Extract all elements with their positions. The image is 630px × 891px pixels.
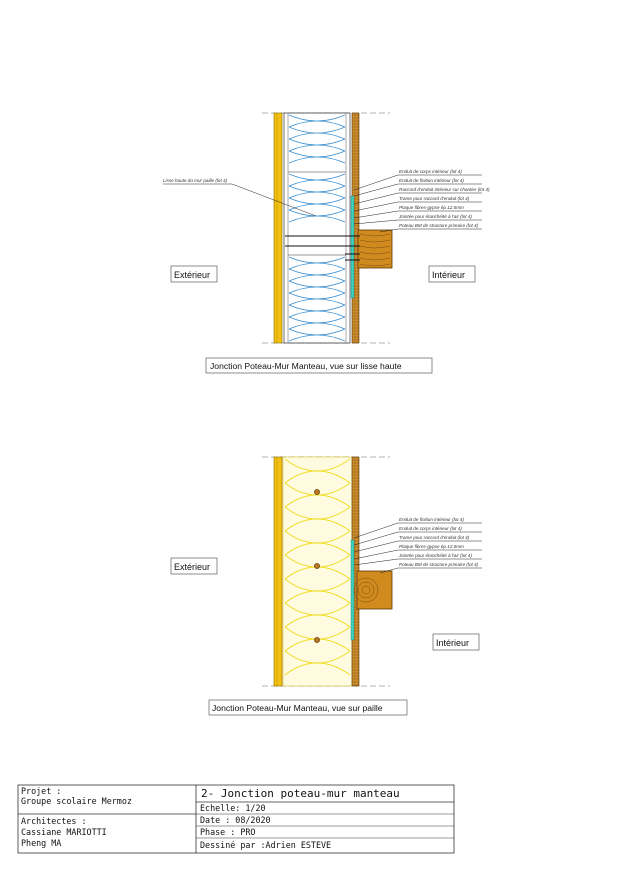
gypsum-board [350, 195, 355, 299]
straw-stroke [284, 458, 351, 484]
interior-label: Intérieur [436, 638, 469, 648]
scale: Echelle: 1/20 [200, 803, 266, 813]
architect-1: Cassiane MARIOTTI [21, 827, 107, 837]
insulation-stroke [288, 280, 346, 294]
insulation-stroke [288, 126, 346, 140]
annotation: Raccord d'enduit intérieur sur chantier … [399, 187, 490, 192]
interior-label: Intérieur [432, 270, 465, 280]
drawn-by: Dessiné par :Adrien ESTEVE [200, 840, 331, 850]
insulation-stroke [288, 209, 346, 223]
insulation-stroke [288, 173, 346, 187]
wooden-post [356, 570, 393, 610]
exterior-label: Extérieur [174, 562, 210, 572]
annotation: Enduit de corps intérieur (lot 4) [399, 526, 462, 531]
insulation-stroke [288, 197, 346, 211]
exterior-board [273, 112, 283, 344]
dowel-marker [314, 489, 320, 495]
insulation-stroke [288, 328, 346, 342]
straw-stroke [284, 578, 351, 604]
annotation: Poteau BM de structure primaire (lot 4) [399, 223, 479, 228]
architects-label: Architectes : [21, 816, 87, 826]
annotation: Jointée pour étanchéité à l'air (lot 4) [398, 553, 472, 558]
dowel-marker [314, 563, 320, 569]
architect-2: Pheng MA [21, 838, 61, 848]
title-block: Projet : Groupe scolaire Mermoz Architec… [17, 784, 455, 854]
insulation-stroke [288, 256, 346, 270]
insulation-stroke [288, 292, 346, 306]
project-name: Groupe scolaire Mermoz [21, 796, 132, 806]
detail-bottom: Enduit de finition intérieur (lot 4) End… [170, 456, 482, 716]
wall-frame [283, 112, 351, 344]
exterior-board [273, 456, 283, 687]
insulation-pattern [288, 114, 346, 342]
straw-stroke [284, 506, 351, 532]
caption-top: Jonction Poteau-Mur Manteau, vue sur lis… [210, 361, 402, 371]
gypsum-board [350, 539, 355, 641]
caption-bottom: Jonction Poteau-Mur Manteau, vue sur pai… [212, 703, 383, 713]
annotation: Trame pour raccord d'enduit (lot 4) [399, 535, 470, 540]
project-label: Projet : [21, 786, 61, 796]
insulation-stroke [288, 138, 346, 152]
annotation-left: Lisse haute du mur paille (lot 4) [163, 178, 228, 183]
annotations-top: Enduit de corps intérieur (lot 4) Enduit… [398, 169, 490, 228]
straw-stroke [284, 482, 351, 508]
straw-stroke [284, 602, 351, 628]
annotation: Plaque fibres-gypse ép.12.5mm [399, 544, 464, 549]
phase: Phase : PRO [200, 827, 255, 837]
annotation: Enduit de finition intérieur (lot 4) [399, 178, 464, 183]
wooden-post [357, 229, 393, 269]
straw-stroke [284, 650, 351, 676]
insulation-stroke [288, 268, 346, 282]
insulation-stroke [288, 114, 346, 128]
annotation: Enduit de corps intérieur (lot 4) [399, 169, 462, 174]
insulation-stroke [288, 316, 346, 330]
annotation: Enduit de finition intérieur (lot 4) [399, 517, 464, 522]
drawing-title: 2- Jonction poteau-mur manteau [201, 787, 400, 800]
insulation-stroke [288, 185, 346, 199]
annotation: Jointée pour étanchéité à l'air (lot 4) [398, 214, 472, 219]
annotation: Trame pour raccord d'enduit (lot 4) [399, 196, 470, 201]
insulation-stroke [288, 304, 346, 318]
annotations-bottom: Enduit de finition intérieur (lot 4) End… [398, 517, 479, 567]
date: Date : 08/2020 [200, 815, 271, 825]
annotation: Poteau BM de structure primaire (lot 4) [399, 562, 479, 567]
exterior-label: Extérieur [174, 270, 210, 280]
annotation: Plaque fibres-gypse ép.12.5mm [399, 205, 464, 210]
straw-stroke [284, 530, 351, 556]
detail-top: Enduit de corps intérieur (lot 4) Enduit… [163, 112, 490, 374]
insulation-stroke [288, 150, 346, 164]
dowel-marker [314, 637, 320, 643]
